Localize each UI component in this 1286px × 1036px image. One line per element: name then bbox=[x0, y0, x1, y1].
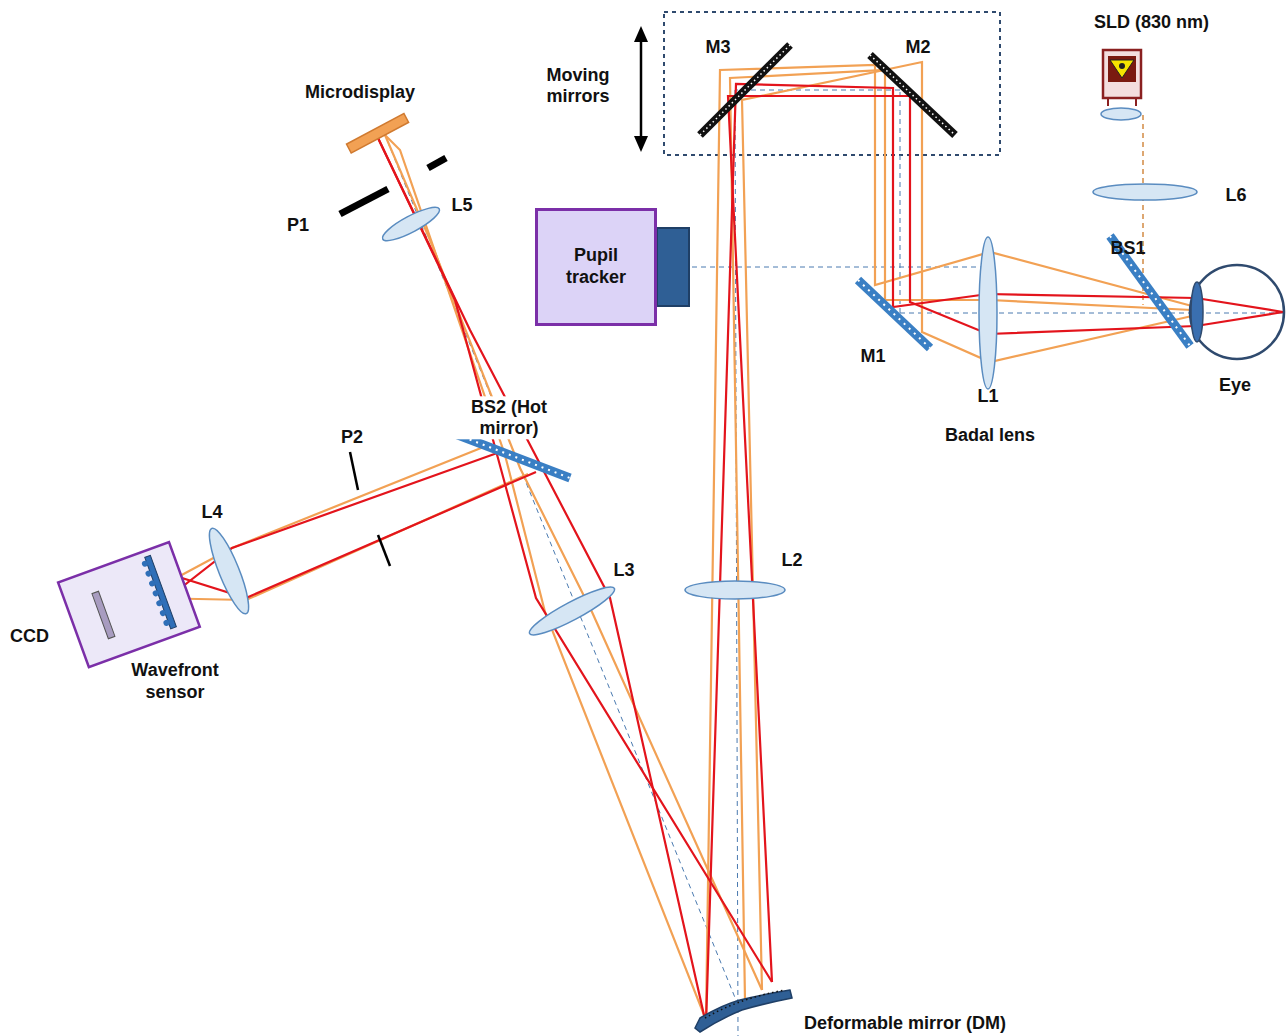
optical-axis bbox=[385, 90, 1283, 1036]
part-label: Moving mirrors bbox=[533, 65, 623, 106]
camera-box: Pupil tracker bbox=[535, 208, 657, 326]
part-label: L5 bbox=[451, 195, 472, 216]
node-label: SLD (830 nm) bbox=[1094, 12, 1209, 34]
mirror bbox=[700, 45, 955, 135]
wavefront-sensor: CCD Wavefront sensor bbox=[0, 530, 250, 720]
node-label: CCD bbox=[10, 626, 49, 648]
eye bbox=[1190, 265, 1284, 359]
part-label: M3 bbox=[705, 37, 730, 58]
lens bbox=[1101, 108, 1141, 120]
motion-arrow bbox=[634, 26, 648, 152]
sensor-housing bbox=[0, 530, 250, 720]
part-label: Microdisplay bbox=[305, 82, 415, 103]
part-label: BS2 (Hot mirror) bbox=[446, 396, 572, 439]
pupil-stop bbox=[350, 452, 390, 566]
part-label: L6 bbox=[1225, 185, 1246, 206]
part-label: Badal lens bbox=[945, 425, 1035, 446]
part-label: L3 bbox=[613, 560, 634, 581]
part-label: M1 bbox=[860, 346, 885, 367]
lens bbox=[202, 525, 255, 618]
lens bbox=[379, 202, 443, 246]
mirror bbox=[858, 280, 930, 348]
moving-stage bbox=[664, 12, 1000, 155]
part-label: M2 bbox=[905, 37, 930, 58]
camera-lens bbox=[657, 228, 689, 306]
node-label: Pupil tracker bbox=[544, 245, 648, 288]
orange-rays bbox=[150, 62, 1192, 1020]
part-label: L1 bbox=[977, 386, 998, 407]
lens bbox=[1093, 184, 1197, 200]
node-label: Wavefront sensor bbox=[120, 660, 230, 703]
part-label: P1 bbox=[287, 215, 309, 236]
part-label: L2 bbox=[781, 550, 802, 571]
part-label: L4 bbox=[201, 502, 222, 523]
red-rays bbox=[150, 84, 1283, 1024]
pupil-stop bbox=[340, 158, 446, 214]
light-source: SLD (830 nm) bbox=[1086, 6, 1236, 108]
part-label: Eye bbox=[1219, 375, 1251, 396]
part-label: BS1 bbox=[1110, 238, 1145, 259]
lens bbox=[525, 581, 618, 642]
microdisplay bbox=[347, 114, 409, 153]
lens bbox=[979, 237, 997, 389]
part-label: Deformable mirror (DM) bbox=[804, 1013, 1006, 1034]
lens bbox=[685, 581, 785, 599]
deformable-mirror bbox=[695, 990, 792, 1032]
part-label: P2 bbox=[338, 426, 366, 449]
beam-splitter bbox=[1110, 236, 1190, 346]
